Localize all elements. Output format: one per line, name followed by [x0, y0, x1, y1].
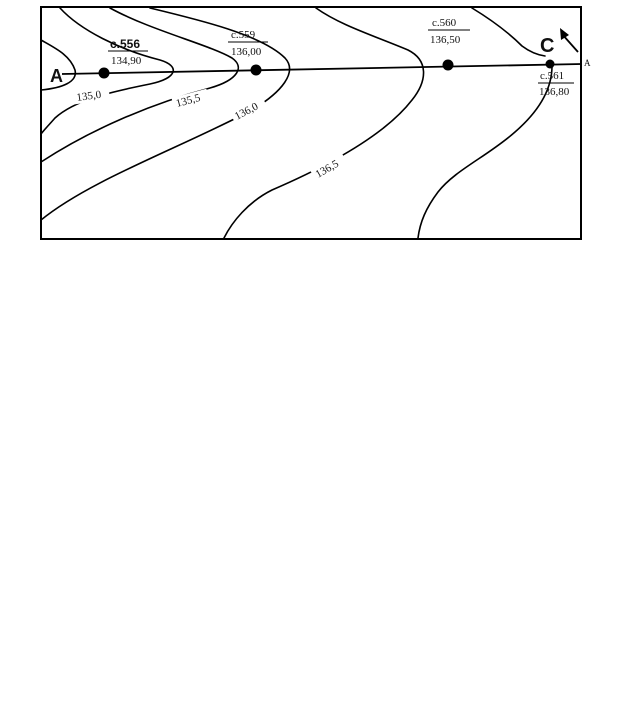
station-elevation: 136,00	[231, 46, 262, 58]
station-elevation: 134,90	[111, 55, 142, 67]
station-point	[442, 59, 454, 71]
station-id: c.559	[231, 29, 256, 41]
station-id: c.561	[540, 70, 564, 82]
station-point	[545, 59, 555, 69]
map-frame	[40, 6, 582, 240]
contour-line-135-5	[40, 7, 239, 163]
station-point	[250, 64, 262, 76]
station-elevation: 136,80	[539, 86, 570, 98]
station-point	[98, 67, 110, 79]
contour-line-top-right	[471, 7, 546, 57]
station-elevation: 136,50	[430, 34, 461, 46]
station-label-561: c.561 136,80	[538, 70, 574, 98]
direction-label: C	[540, 35, 554, 57]
station-id: c.556	[110, 37, 140, 51]
section-line	[61, 63, 583, 75]
svg-text:135,0: 135,0	[76, 89, 103, 104]
station-id: c.560	[432, 17, 457, 29]
station-label-556: c.556 134,90	[108, 37, 148, 67]
contour-label-135-0: 135,0	[72, 86, 111, 105]
direction-arrow	[560, 28, 579, 53]
section-end-label: A	[584, 58, 591, 68]
section-start-label: A	[50, 66, 63, 86]
contour-lines	[40, 7, 553, 239]
station-points	[98, 59, 555, 79]
contour-line-136-0	[40, 7, 291, 221]
contour-line-136-5	[223, 7, 425, 239]
contour-line-135-0	[40, 7, 174, 135]
station-label-560: c.560 136,50	[428, 17, 470, 46]
contour-line-right	[417, 65, 553, 239]
station-label-559: c.559 136,00	[228, 29, 268, 58]
contour-line-134	[40, 39, 77, 91]
arrow-head-icon	[560, 28, 569, 40]
